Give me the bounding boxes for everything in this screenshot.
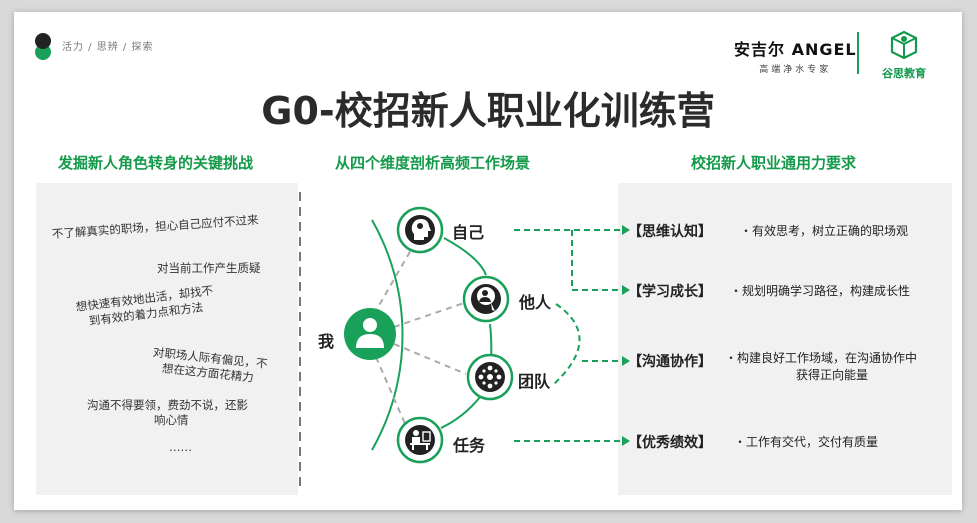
angel-brand-name: 安吉尔 ANGEL [734,40,857,59]
desk-worker-icon [410,430,431,450]
tagline: 活力 / 思辨 / 探索 [62,42,154,53]
slide: 活力 / 思辨 / 探索 安吉尔 ANGEL 高端净水专家 谷思教育 G0-校招… [14,12,962,510]
arc-team-task [440,396,481,429]
gusi-logo-icon [890,30,918,60]
challenge-5b: 响心情 [154,413,189,427]
req-tag-performance: 【优秀绩效】 [628,435,712,451]
spoke-team [393,343,467,375]
gusi-brand-name: 谷思教育 [882,67,926,80]
spoke-self [373,249,412,315]
connector-learning [571,230,621,291]
person-profile-icon [477,287,495,311]
head-brain-icon [411,219,431,240]
right-panel [618,183,952,495]
middle-heading: 从四个维度剖析高频工作场景 [335,154,531,172]
outer-arc [371,219,404,451]
angel-brand-sub: 高端净水专家 [759,65,832,75]
node-self-label: 自己 [452,223,485,242]
left-panel [36,183,298,495]
arc-self-other [443,237,487,276]
brand-divider [857,32,859,74]
dimension-diagram [299,192,630,492]
connector-other-team-bracket [553,303,581,385]
spoke-other [393,302,465,328]
spoke-task [375,356,407,427]
node-other-label: 他人 [519,293,552,312]
req-tag-collab: 【沟通协作】 [628,354,712,370]
right-heading: 校招新人职业通用力要求 [691,154,857,172]
req-desc-collab-1: ・构建良好工作场域，在沟通协作中 [725,351,918,365]
node-task-label: 任务 [453,436,486,455]
challenge-2: 对当前工作产生质疑 [157,261,261,275]
req-desc-performance: ・工作有交代，交付有质量 [734,435,879,449]
req-tag-learning: 【学习成长】 [628,284,712,300]
logo-dot-black [35,33,51,49]
angel-logo: 安吉尔 ANGEL 高端净水专家 [734,36,857,75]
center-label: 我 [318,332,335,351]
req-desc-cognition: ・有效思考，树立正确的职场观 [740,224,909,238]
page-title: G0-校招新人职业化训练营 [261,89,715,133]
arrow-task [622,436,630,446]
req-desc-learning: ・规划明确学习路径，构建成长性 [730,284,911,298]
node-team-label: 团队 [518,372,551,391]
team-icon [478,365,502,389]
req-desc-collab-2: 获得正向能量 [796,368,869,382]
challenge-5a: 沟通不得要领，费劲不说，还影 [87,398,248,412]
challenge-ellipsis: …… [169,440,192,454]
person-icon [356,318,384,348]
left-heading: 发掘新人角色转身的关键挑战 [58,154,254,172]
arrow-self [622,225,630,235]
req-tag-cognition: 【思维认知】 [628,224,712,240]
arrow-collab [622,356,630,366]
arrow-learning [622,285,630,295]
gusi-logo: 谷思教育 [872,30,936,81]
